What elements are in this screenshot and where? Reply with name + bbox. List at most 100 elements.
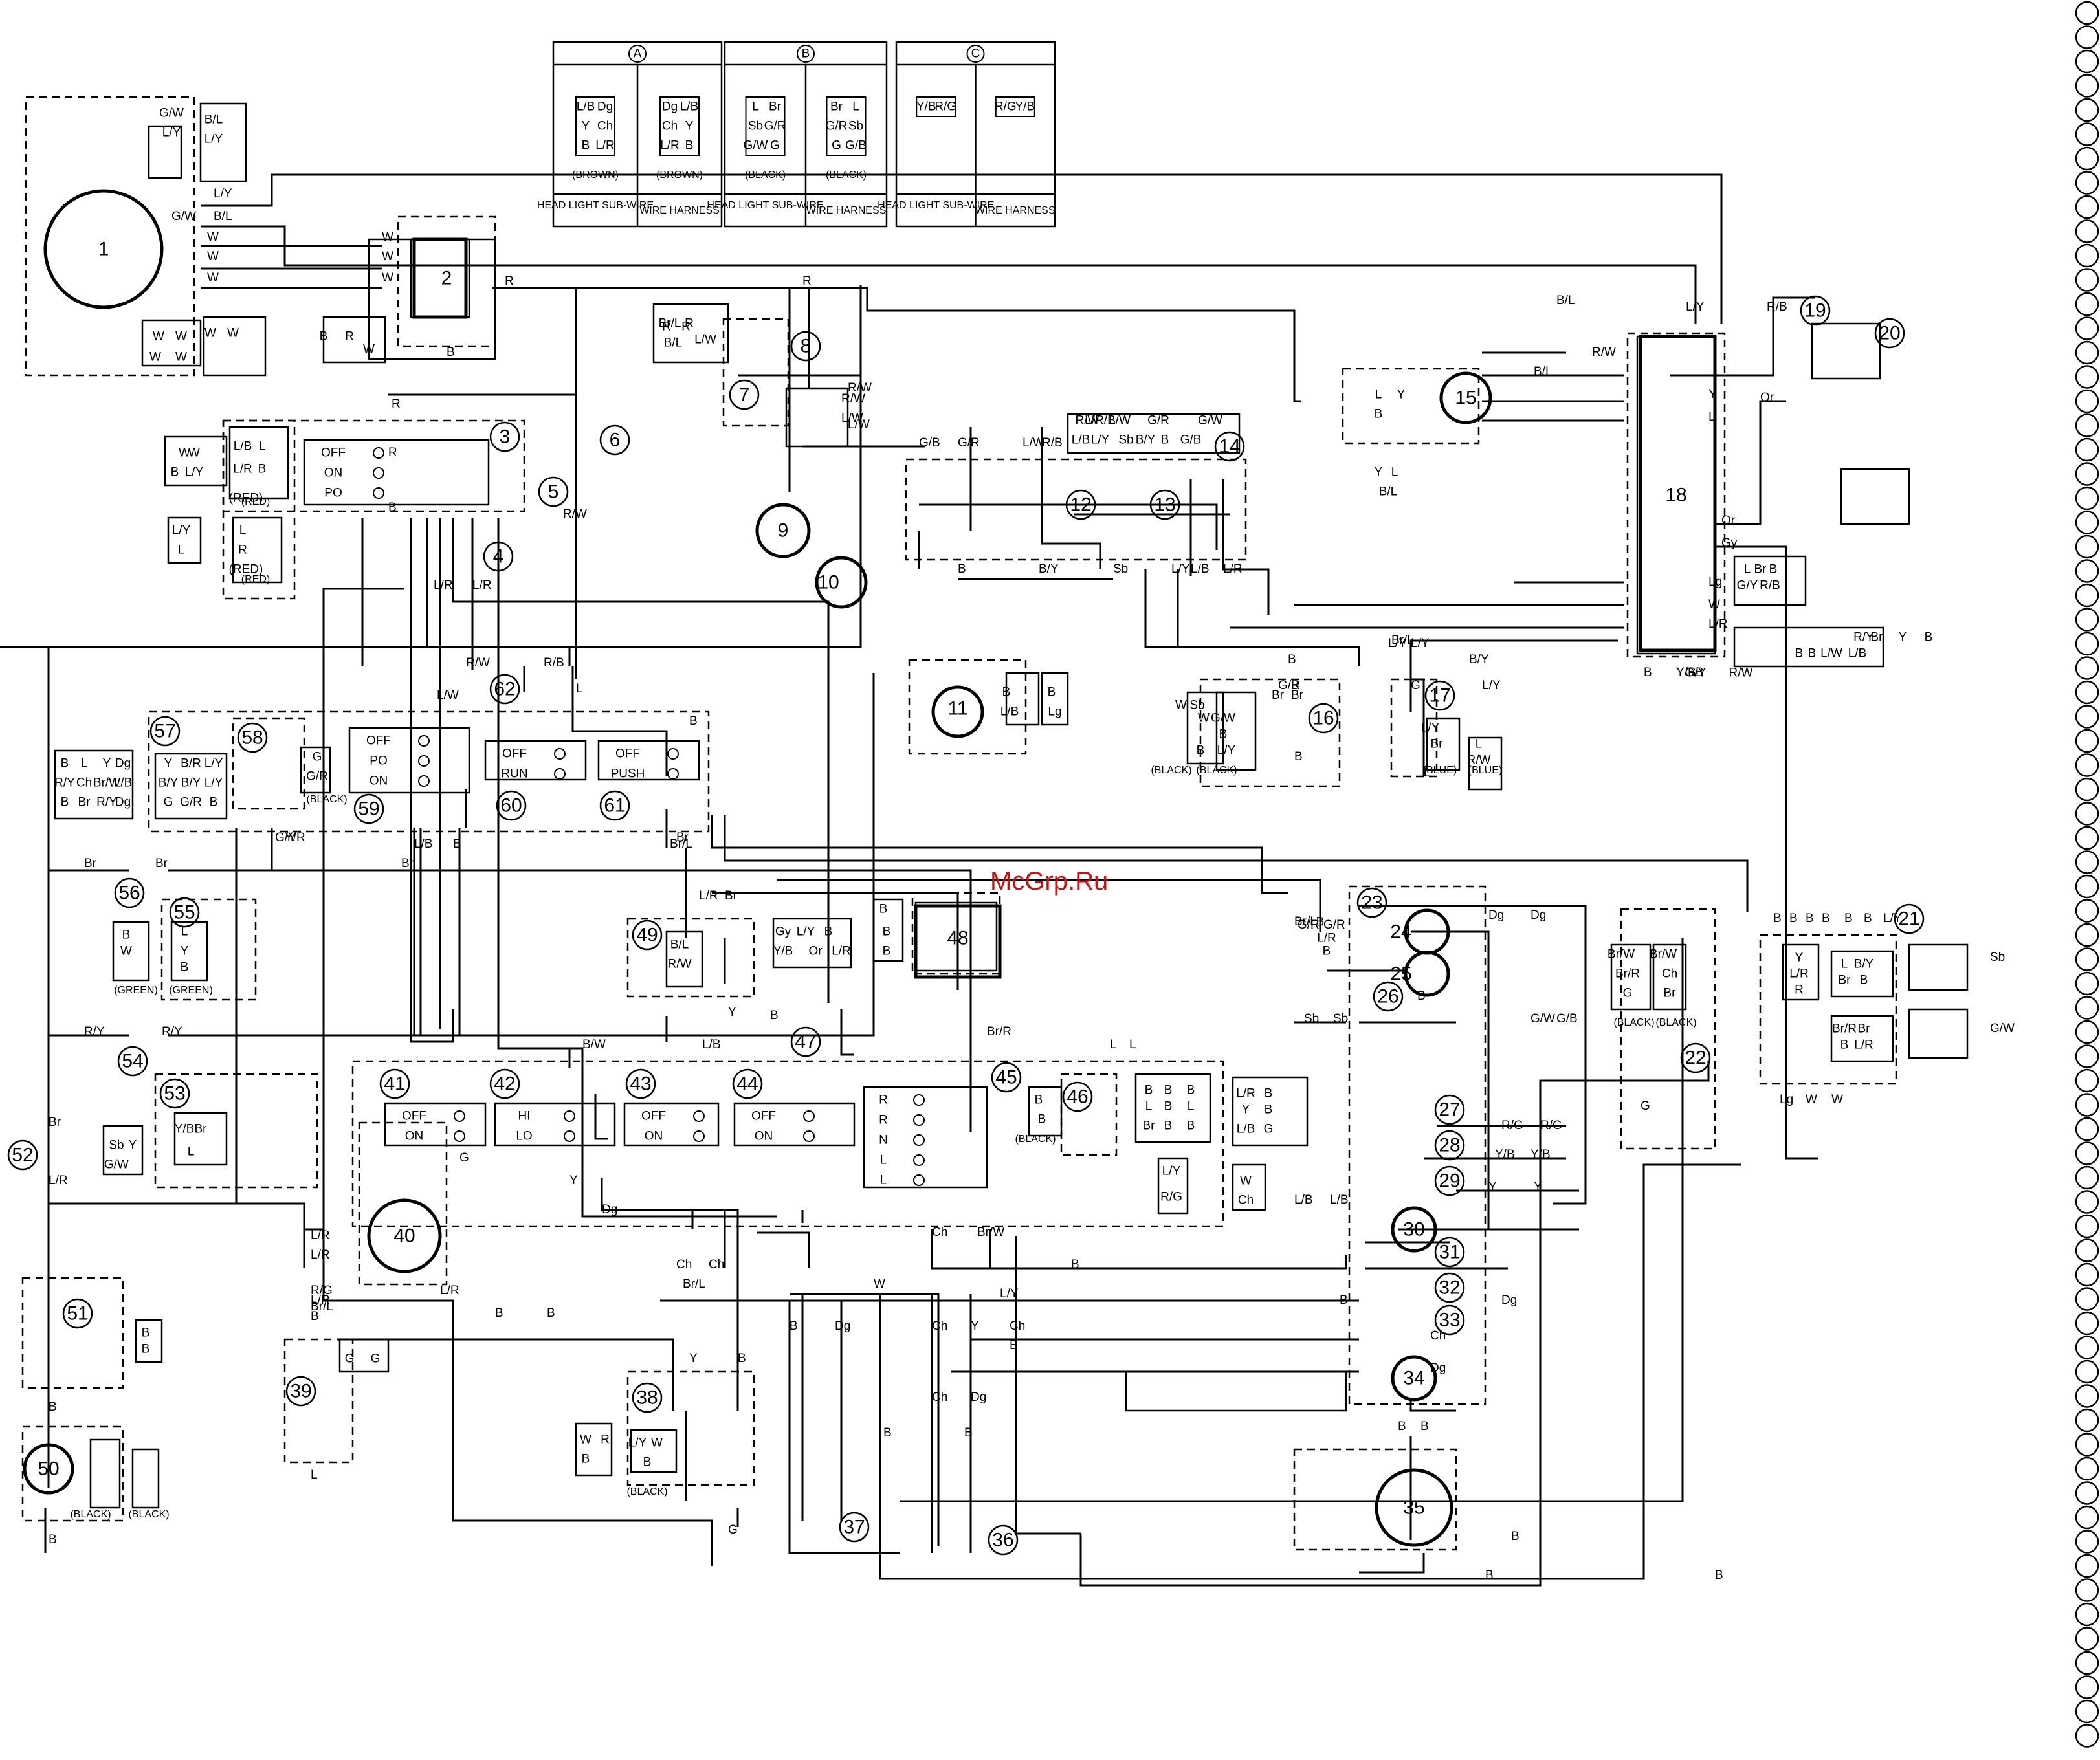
top-connector-pin: Dg <box>597 100 613 114</box>
wire-label: L/W <box>848 418 870 432</box>
top-connector-pin: L/B <box>680 100 699 114</box>
component-37-number: 37 <box>843 1517 865 1538</box>
wire-label: B/L <box>1556 294 1575 307</box>
wire-label: L/R <box>699 889 718 903</box>
switch-s59-position: ON <box>370 775 388 788</box>
connector-pin-label: B <box>1860 974 1868 987</box>
connector-pin-label: Ch <box>76 776 92 790</box>
connector-pin-label: B <box>1164 1100 1173 1114</box>
wire-label: W <box>382 230 393 244</box>
connector-pin-label: B <box>643 1456 652 1469</box>
top-connector-pin: R/G <box>934 100 956 114</box>
wire-label: R/G <box>1540 1119 1562 1132</box>
connector-pin-label: B/L <box>670 938 689 952</box>
wire-label: Br/L <box>1294 915 1317 929</box>
wire-label: W <box>207 250 219 263</box>
connector-pin-label: G <box>313 751 322 764</box>
wire-label: L/R <box>472 578 492 592</box>
wire-label: Br <box>1272 688 1285 702</box>
connector-pin-label: W <box>153 330 164 344</box>
wire-label: L/B <box>414 837 433 851</box>
connector-color-caption: (BLACK) <box>1151 765 1191 776</box>
connector-pin-label: W <box>580 1433 591 1447</box>
connector-pin-label: B/R <box>181 757 201 771</box>
connector-pin-label: B/Y <box>1136 434 1156 447</box>
wire-label: Ch <box>1430 1329 1446 1343</box>
component-46-number: 46 <box>1067 1086 1088 1108</box>
connector-pin-label: Y <box>164 757 173 771</box>
component-61-number: 61 <box>604 795 625 817</box>
connector-pin-label: Dg <box>115 757 131 771</box>
wire-label: Dg <box>1531 908 1546 922</box>
top-connector-pin: R/G <box>995 100 1017 114</box>
wire-label: Dg <box>1501 1293 1517 1307</box>
top-connector-pin: Y/B <box>916 100 936 114</box>
connector-pin-label: L <box>188 1145 195 1159</box>
wire-label: Br/L <box>311 1300 333 1314</box>
wire-label: B <box>1340 1293 1348 1307</box>
connector-pin-label: Gy <box>775 925 791 939</box>
connector-color: (BLACK) <box>826 170 867 181</box>
wire-label: B <box>1417 989 1426 1003</box>
switch-s45-position: L <box>880 1154 887 1167</box>
wire-label: B <box>49 1533 57 1546</box>
wire-label: Y/R <box>285 831 305 844</box>
connector-pin-label: B <box>879 903 888 916</box>
right-edge-binding-holes <box>2075 1 2099 1748</box>
top-connector-left-caption: HEAD LIGHT SUB-WIRE <box>878 200 994 211</box>
connector-pin-label: G/Y <box>1737 579 1758 593</box>
wire-label: Y <box>569 1174 578 1187</box>
connector-pin-label: B <box>1145 1084 1153 1097</box>
wire-label: L/B <box>1191 562 1210 576</box>
connector-pin-label: Y <box>1375 466 1383 479</box>
connector-color-caption: (BLACK) <box>1196 765 1237 776</box>
component-30-number: 30 <box>1403 1219 1424 1240</box>
wire-label: Br <box>725 889 738 903</box>
connector-pin-label: G/Y <box>1685 666 1707 680</box>
wire-label: R/G <box>311 1284 333 1297</box>
component-32-number: 32 <box>1439 1277 1460 1299</box>
component-50-number: 50 <box>38 1458 59 1480</box>
wire-label: R/G <box>1501 1119 1523 1132</box>
connector-pin-label: Br <box>1143 1119 1156 1133</box>
wire-label: R/Y <box>162 1025 182 1039</box>
wire-label: Br/R <box>987 1025 1011 1039</box>
top-connector-pin: Dg <box>662 100 678 114</box>
component-22-number: 22 <box>1685 1048 1706 1069</box>
connector-color-caption: (BLUE) <box>1423 765 1457 776</box>
wire-label: B <box>1644 666 1652 679</box>
wire-label: L/Y <box>1482 679 1501 692</box>
wire-label: B/Y <box>1469 653 1489 666</box>
connector-pin-label: B <box>824 925 833 939</box>
connector-pin-label: L/Y <box>185 466 204 479</box>
connector-pin-label: B/Y <box>181 776 201 790</box>
connector-pin-label: W <box>1198 712 1210 725</box>
wire-label: B/L <box>1534 365 1553 379</box>
switch-s45-position: R <box>879 1114 888 1127</box>
connector-pin-label: Br <box>1664 987 1677 1000</box>
component-12-number: 12 <box>1070 494 1091 516</box>
connector-color-caption: (BLUE) <box>1468 765 1502 776</box>
wire-label: Y/B <box>1676 666 1696 679</box>
component-6-number: 6 <box>610 430 621 451</box>
wire-label: G/W <box>171 210 196 223</box>
connector-pin-label: Sb <box>1189 699 1204 712</box>
component-34-number: 34 <box>1403 1368 1424 1389</box>
wire-label: W <box>382 250 393 263</box>
component-44-number: 44 <box>736 1073 758 1095</box>
wire-label: Gy <box>1721 536 1738 550</box>
component-7-number: 7 <box>739 384 750 406</box>
top-connector-pin: G/W <box>744 139 768 153</box>
connector-pin-label: B <box>1375 408 1383 421</box>
wire-label: Dg <box>1430 1361 1446 1375</box>
component-5-number: 5 <box>548 481 559 503</box>
connector-pin-label: L/Y <box>628 1436 647 1450</box>
component-14-number: 14 <box>1219 436 1240 457</box>
connector-pin-label: R/W <box>1729 666 1753 680</box>
connector-pin-label: L/Y <box>1162 1165 1181 1178</box>
top-connector-pin: Br <box>830 100 843 114</box>
connector-pin-label: L/Y <box>204 776 223 790</box>
component-58-number: 58 <box>241 727 263 749</box>
connector-outlines <box>54 41 1969 1509</box>
